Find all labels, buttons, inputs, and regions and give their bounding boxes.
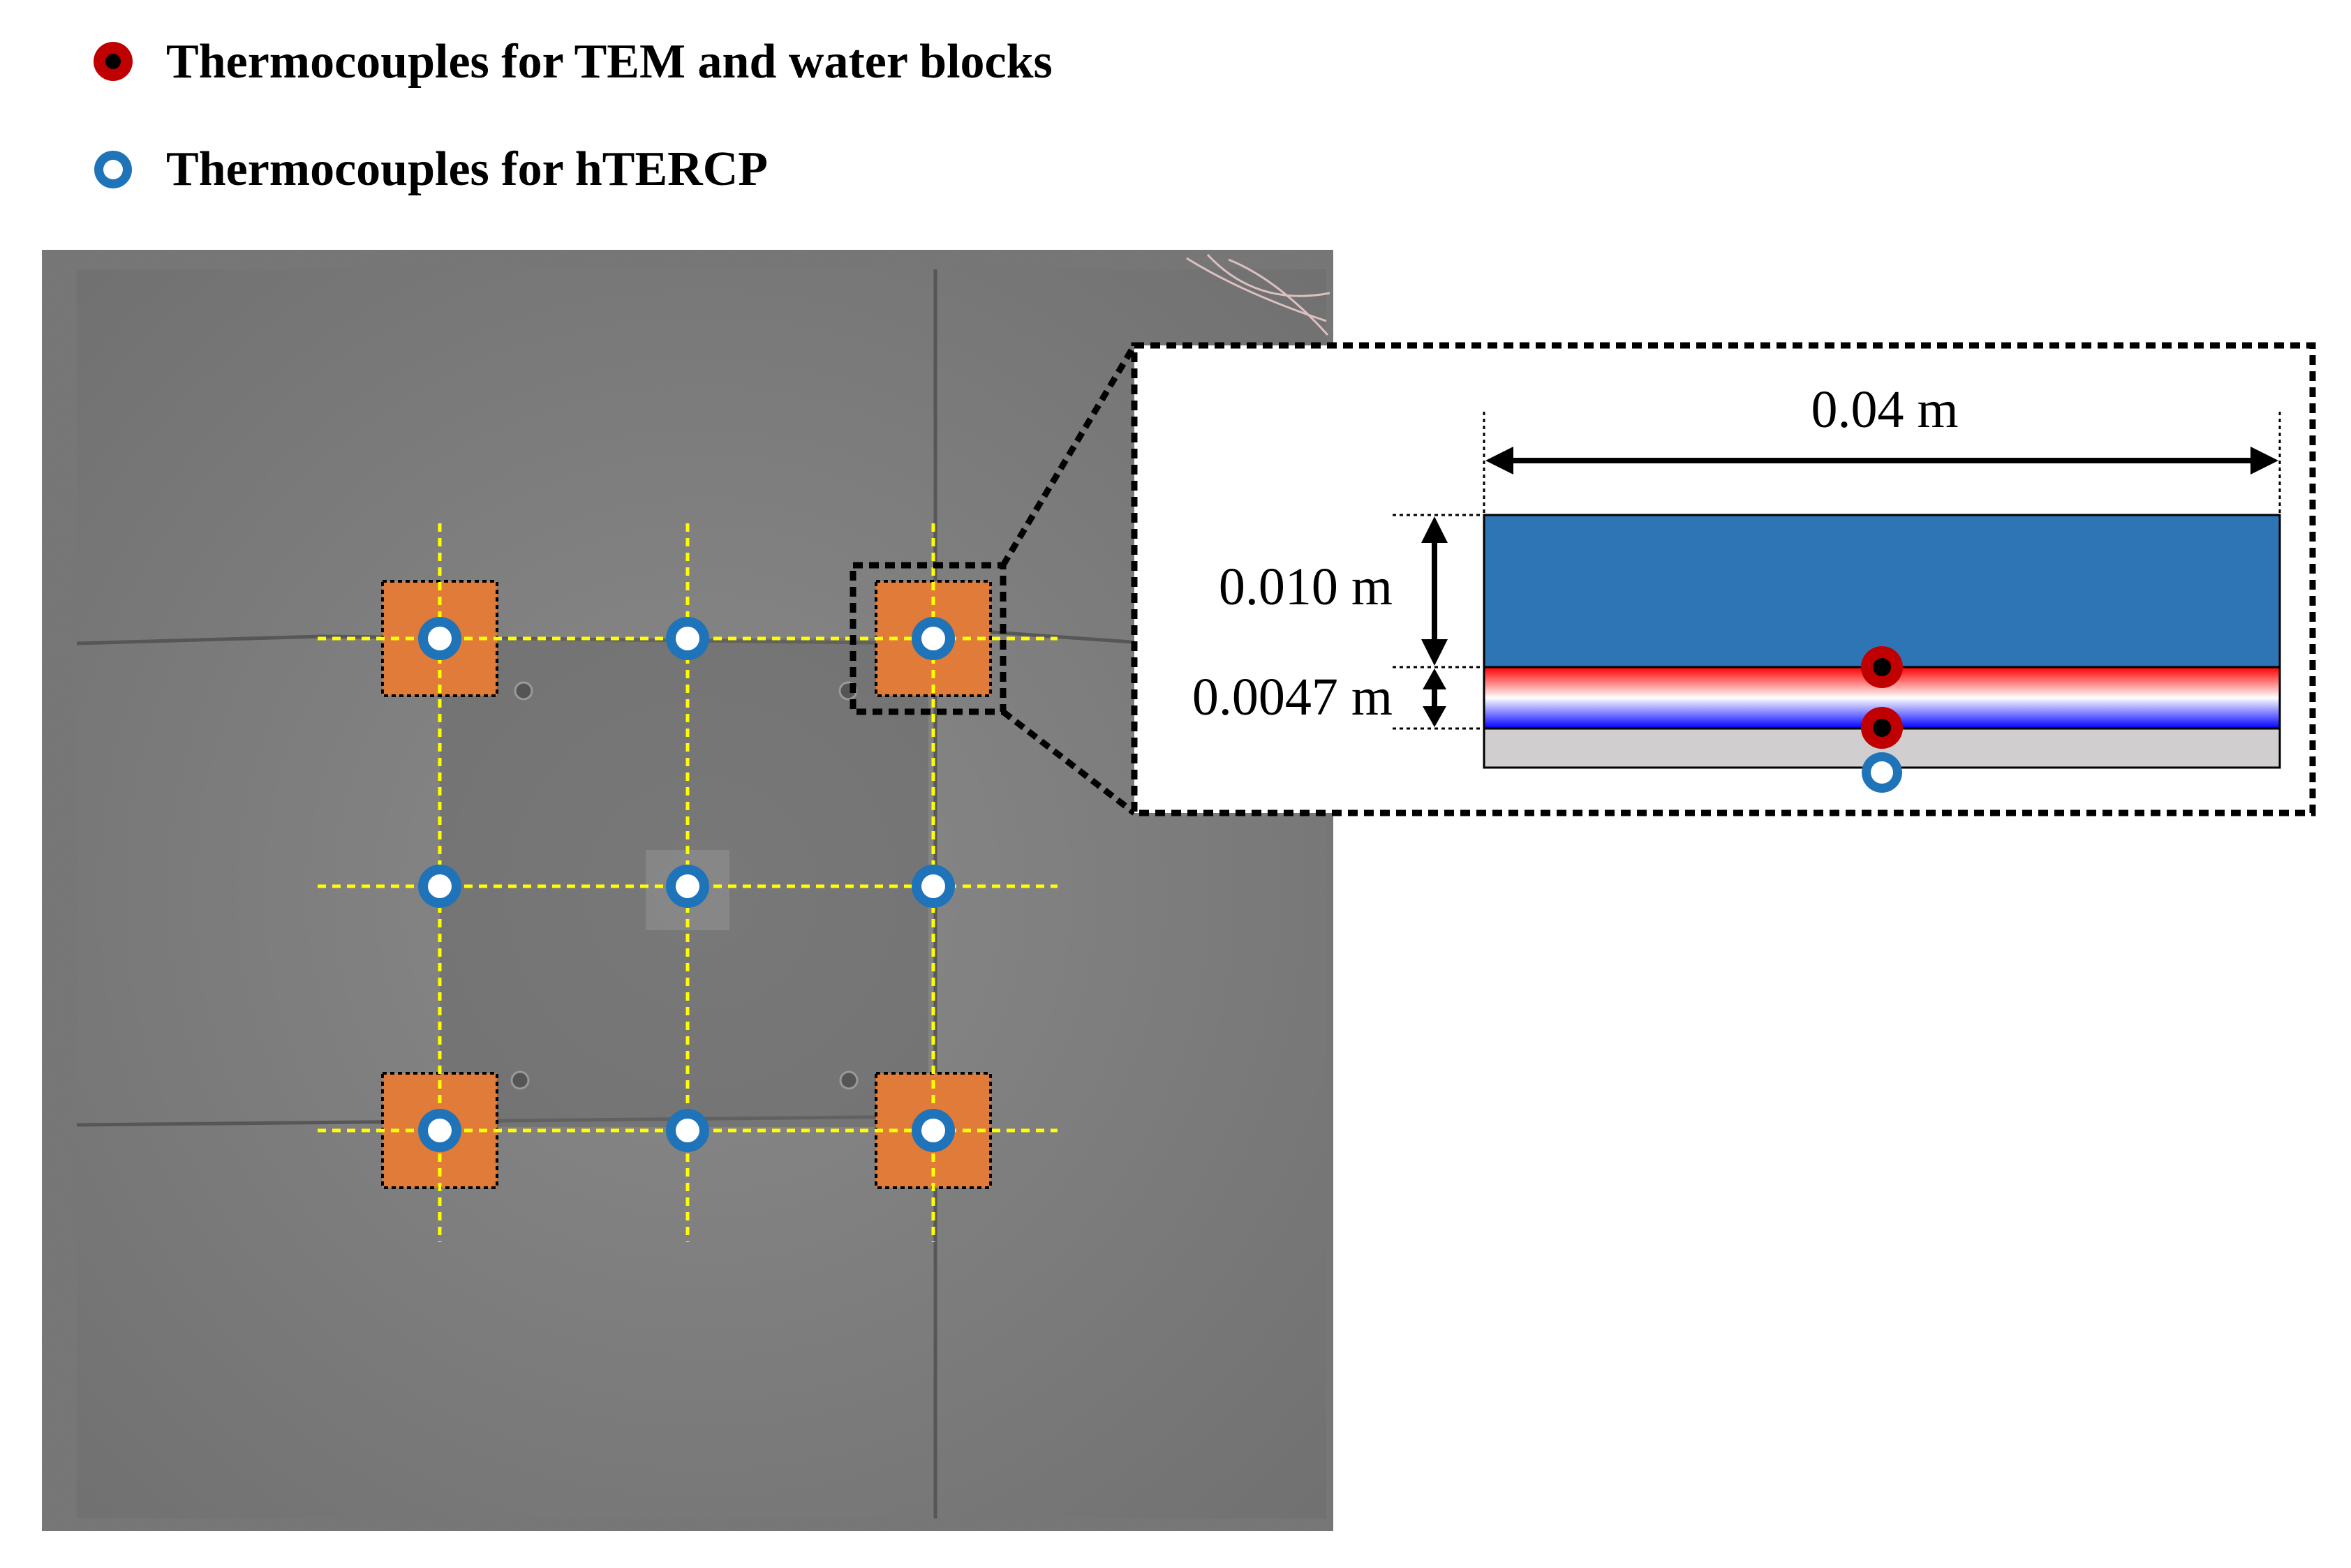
water-block-height-arrow: [1421, 516, 1448, 666]
tem-height-label: 0.0047 m: [1192, 668, 1393, 726]
legend-blue-marker-icon: [94, 151, 132, 188]
htercp-thermocouple-icon: [666, 1109, 709, 1152]
legend-red-label: Thermocouples for TEM and water blocks: [166, 35, 1053, 89]
width-label: 0.04 m: [1811, 380, 1958, 439]
htercp-thermocouple-icon: [912, 617, 955, 660]
water-block-layer: [1483, 514, 2281, 669]
htercp-inset-thermocouple-icon: [1862, 752, 1902, 793]
width-dimension-arrow: [1485, 447, 2278, 475]
htercp-thermocouple-icon: [666, 865, 709, 908]
tem-height-arrow: [1423, 669, 1446, 727]
htercp-thermocouple-icon: [418, 617, 461, 660]
cross-section-inset: 0.04 m 0.010 m 0.0047 m: [1131, 342, 2316, 816]
htercp-thermocouple-icon: [912, 865, 955, 908]
htercp-thermocouple-icon: [418, 1109, 461, 1152]
connector-line-bottom: [1001, 709, 1136, 816]
detail-selection-box: [850, 562, 1007, 715]
water-block-height-label: 0.010 m: [1219, 558, 1393, 616]
connector-line-top: [1000, 343, 1137, 567]
tem-bottom-thermocouple-icon: [1861, 707, 1903, 749]
htercp-thermocouple-icon: [418, 865, 461, 908]
legend-blue-label: Thermocouples for hTERCP: [166, 142, 769, 196]
tem-top-thermocouple-icon: [1861, 646, 1903, 688]
htercp-thermocouple-icon: [912, 1109, 955, 1152]
setup-photo: [42, 250, 1333, 1531]
legend-red-marker-icon: [94, 42, 133, 81]
htercp-thermocouple-icon: [666, 617, 709, 660]
